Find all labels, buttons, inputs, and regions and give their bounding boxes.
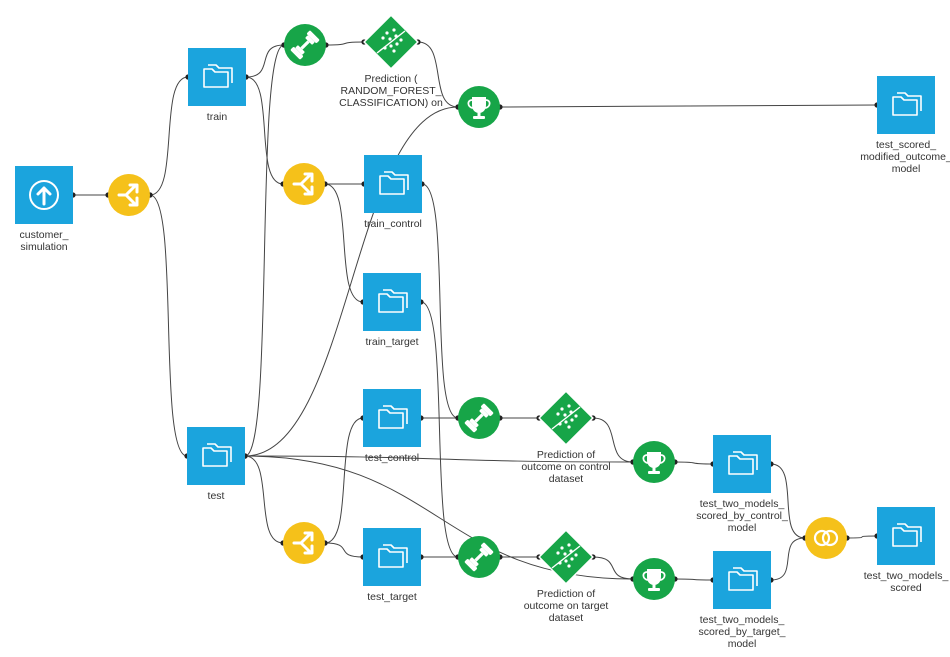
edge-train-to-train_model_rf [245,44,285,78]
node-label: outcome on target [524,600,609,612]
node-label: test [208,490,225,502]
node-test-scored-modified[interactable]: test_scored_modified_outcome_model [860,76,950,175]
node-test-two-models-scored[interactable]: test_two_models_scored [864,507,949,594]
node-score-control[interactable] [633,441,675,483]
edge-train_model_rf-to-prediction_rf [325,41,365,46]
node-train-model-control[interactable] [458,397,500,439]
node-label: simulation [20,241,67,253]
edge-test_two_models_control-to-join_recipe [770,463,806,539]
edge-prediction_rf-to-score_rf [417,41,459,108]
edge-split_test-to-test_target [324,542,364,558]
node-customer-simulation[interactable]: customer_simulation [15,166,73,253]
node-label: Prediction ( [364,73,418,85]
node-label: test_target [367,591,417,603]
node-score-target[interactable] [633,558,675,600]
node-label: dataset [549,473,584,485]
edge-join_recipe-to-test_two_models_scored [846,535,878,539]
edge-split_train-to-train_target [324,183,364,303]
node-label: test_two_models_ [700,614,785,626]
node-train[interactable]: train [188,48,246,123]
node-label: modified_outcome_ [860,151,950,163]
recipe-circle [108,174,150,216]
node-label: test_two_models_ [700,498,785,510]
node-label: test_scored_ [876,139,936,151]
node-label: Prediction of [537,449,595,461]
node-label: model [892,163,921,175]
edge-test-to-train_model_rf [244,44,285,457]
edge-train-to-split_train [245,76,284,185]
node-test-two-models-target[interactable]: test_two_models_scored_by_target_model [699,551,786,650]
node-label: CLASSIFICATION) on [339,97,443,109]
node-label: model [728,638,757,650]
node-test-two-models-control[interactable]: test_two_models_scored_by_control_model [696,435,788,534]
edge-prediction_control-to-score_control [592,417,634,463]
recipe-circle [283,522,325,564]
edge-score_target-to-test_two_models_target [674,578,714,581]
node-label: RANDOM_FOREST_ [341,85,442,97]
prediction-model-icon [363,14,419,70]
node-split-test[interactable] [283,522,325,564]
node-join-recipe[interactable] [805,517,847,559]
node-test-control[interactable]: test_control [363,389,421,464]
node-label: train_target [365,336,418,348]
edge-prediction_target-to-score_target [592,556,634,580]
node-label: outcome on control [521,461,610,473]
dataset-tile [363,389,421,447]
node-label: scored_by_target_ [699,626,786,638]
edge-test-to-score_rf [244,106,459,457]
dataset-tile [877,76,935,134]
node-train-control[interactable]: train_control [364,155,422,230]
node-label: model [728,522,757,534]
node-test[interactable]: test [187,427,245,502]
edge-score_rf-to-test_scored_modified [499,104,878,108]
node-label: scored_by_control_ [696,510,788,522]
edge-test-to-split_test [244,455,284,544]
recipe-circle [283,163,325,205]
node-label: test_control [365,452,419,464]
dataset-tile [187,427,245,485]
node-score-rf[interactable] [458,86,500,128]
edge-split_main-to-test [149,194,188,457]
edge-train_target-to-train_model_target [420,301,459,558]
dataset-tile [364,155,422,213]
dataset-tile [188,48,246,106]
node-train-model-target[interactable] [458,536,500,578]
node-prediction-rf[interactable]: Prediction (RANDOM_FOREST_CLASSIFICATION… [339,14,443,109]
node-split-main[interactable] [108,174,150,216]
dataset-tile [713,435,771,493]
node-train-target[interactable]: train_target [363,273,421,348]
edge-score_control-to-test_two_models_control [674,461,714,465]
node-train-model-rf[interactable] [284,24,326,66]
node-label: Prediction of [537,588,595,600]
node-label: dataset [549,612,584,624]
edge-split_main-to-train [149,76,189,196]
dataset-tile [877,507,935,565]
node-label: train [207,111,228,123]
dataset-tile [363,528,421,586]
node-label: scored [890,582,922,594]
edge-test_two_models_target-to-join_recipe [770,537,806,581]
node-label: test_two_models_ [864,570,949,582]
dataset-tile [713,551,771,609]
node-label: train_control [364,218,422,230]
node-label: customer_ [19,229,68,241]
node-test-target[interactable]: test_target [363,528,421,603]
edge-test-to-score_control [244,455,634,463]
edge-train_control-to-train_model_control [421,183,459,419]
dataset-tile [363,273,421,331]
recipe-circle [805,517,847,559]
edge-split_test-to-test_control [324,417,364,544]
prediction-model-icon [538,390,594,446]
node-split-train[interactable] [283,163,325,205]
